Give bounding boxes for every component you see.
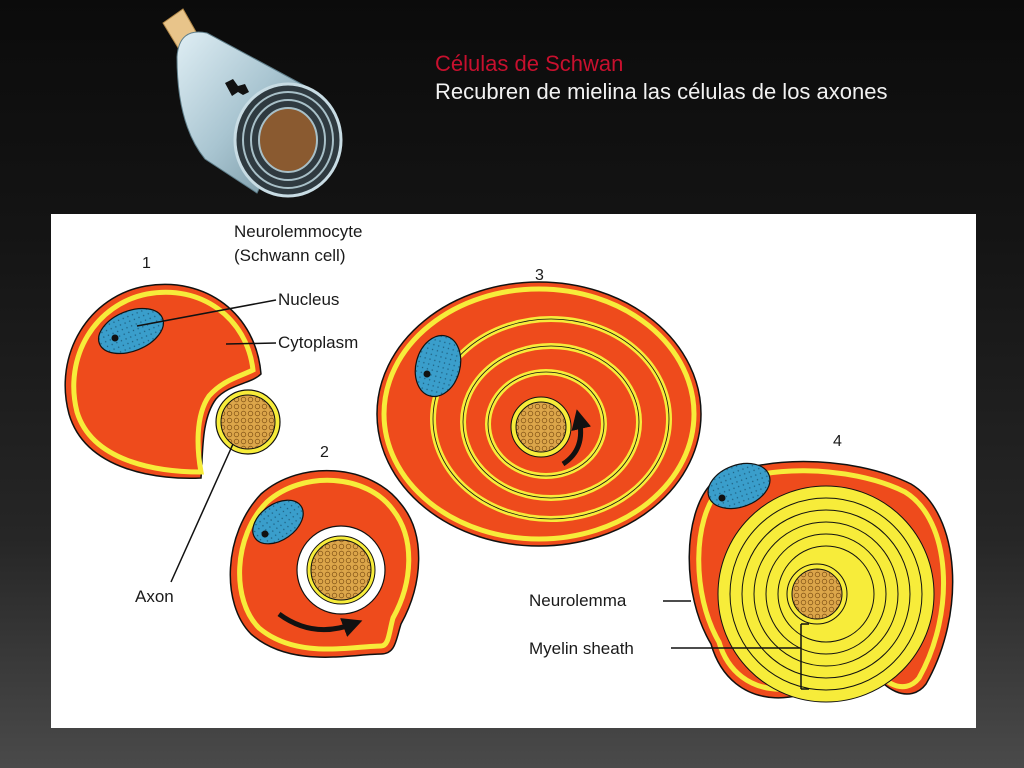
stage-2-schwann-cell [229,469,420,658]
title-block: Células de Schwan Recubren de mielina la… [435,50,887,106]
slide-subtitle: Recubren de mielina las células de los a… [435,79,888,104]
stage-1-schwann-cell [64,283,281,480]
header-label-schwann-cell: (Schwann cell) [234,246,346,265]
stage-4-schwann-cell [688,460,954,703]
label-axon: Axon [135,587,174,606]
step-number-2: 2 [320,444,329,461]
stage-3-schwann-cell [376,281,702,547]
header-label-neurolemmocyte: Neurolemmocyte [234,222,363,241]
label-myelin-sheath: Myelin sheath [529,639,634,658]
label-cytoplasm: Cytoplasm [278,333,358,352]
step-number-4: 4 [833,433,842,450]
step-number-3: 3 [535,267,544,284]
label-nucleus: Nucleus [278,290,339,309]
myelinated-fiber-illustration [162,8,343,198]
label-neurolemma: Neurolemma [529,591,627,610]
slide-title: Células de Schwan [435,51,624,76]
step-number-1: 1 [142,255,151,272]
schwann-cell-diagram: Neurolemmocyte (Schwann cell) 1 2 3 4 [51,214,976,728]
leader-lines [136,299,809,690]
